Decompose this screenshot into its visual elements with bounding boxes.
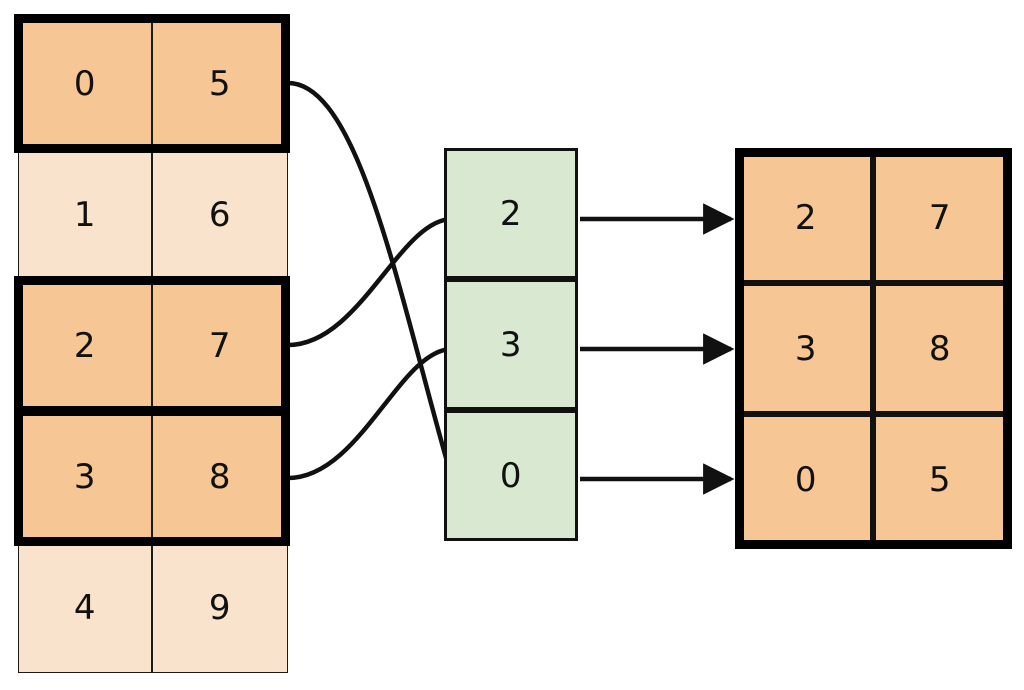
source-cell-r3c0[interactable]: 3: [18, 411, 152, 542]
source-cell-r1c1[interactable]: 6: [152, 149, 288, 280]
source-cell-r4c0[interactable]: 4: [18, 542, 152, 673]
index-cell-1[interactable]: 3: [444, 279, 578, 410]
result-cell-r0c1[interactable]: 7: [873, 152, 1007, 283]
source-cell-r0c1[interactable]: 5: [152, 18, 288, 149]
result-cell-r2c1[interactable]: 5: [873, 414, 1007, 545]
index-cell-2[interactable]: 0: [444, 410, 578, 541]
result-cell-r2c0[interactable]: 0: [739, 414, 873, 545]
result-cell-r0c0[interactable]: 2: [739, 152, 873, 283]
index-cell-0[interactable]: 2: [444, 148, 578, 279]
curve-source-row-2-to-index-0: [285, 216, 455, 348]
curve-source-row-0-to-index-2: [285, 80, 455, 482]
result-cell-r1c0[interactable]: 3: [739, 283, 873, 414]
source-cell-r2c0[interactable]: 2: [18, 280, 152, 411]
source-cell-r1c0[interactable]: 1: [18, 149, 152, 280]
source-cell-r3c1[interactable]: 8: [152, 411, 288, 542]
curve-source-row-3-to-index-1: [285, 346, 455, 481]
result-cell-r1c1[interactable]: 8: [873, 283, 1007, 414]
source-cell-r2c1[interactable]: 7: [152, 280, 288, 411]
source-cell-r4c1[interactable]: 9: [152, 542, 288, 673]
source-cell-r0c0[interactable]: 0: [18, 18, 152, 149]
